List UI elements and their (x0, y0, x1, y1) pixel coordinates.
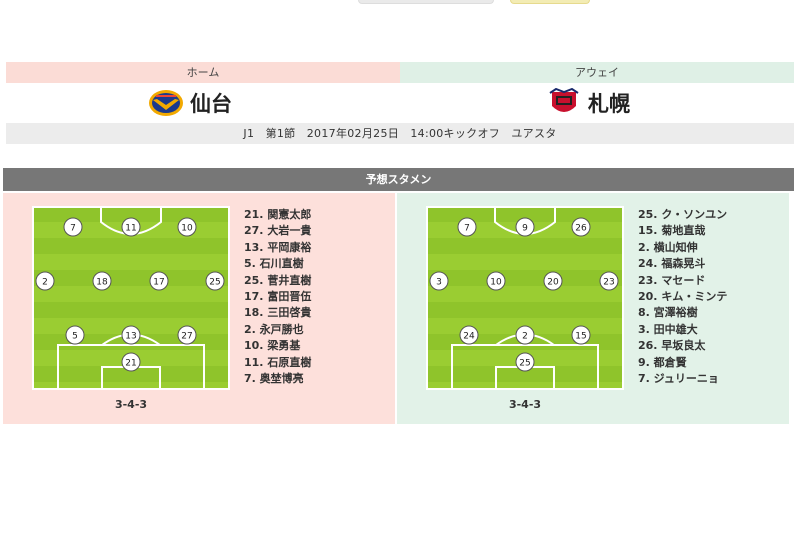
player-marker: 23 (599, 271, 619, 291)
player-marker: 17 (149, 271, 169, 291)
away-header: アウェイ (400, 62, 794, 83)
away-player-list: 25. ク・ソンユン 15. 菊地直哉 2. 横山知伸 24. 福森晃斗 23.… (638, 207, 727, 387)
top-button-stub[interactable] (358, 0, 494, 4)
away-team: 札幌 (546, 86, 630, 120)
player-marker: 7 (457, 217, 477, 237)
player-marker: 2 (35, 271, 55, 291)
player-marker: 7 (63, 217, 83, 237)
list-item: 3. 田中雄大 (638, 322, 698, 336)
player-number: 24 (463, 332, 475, 342)
player-number: 3 (436, 278, 442, 288)
list-item: 13. 平岡康裕 (244, 240, 312, 254)
home-pitch: 7 11 10 2 18 17 25 5 13 27 21 (32, 206, 230, 390)
player-marker: 21 (121, 352, 141, 372)
player-marker: 5 (65, 325, 85, 345)
player-number: 10 (490, 278, 502, 288)
player-number: 18 (96, 278, 108, 288)
match-info: J1 第1節 2017年02月25日 14:00キックオフ ユアスタ (6, 123, 794, 144)
vegalta-emblem-icon (149, 90, 183, 116)
list-item: 5. 石川直樹 (244, 257, 304, 271)
player-marker: 10 (177, 217, 197, 237)
player-marker: 2 (515, 325, 535, 345)
list-item: 21. 関憲太郎 (244, 208, 312, 221)
player-marker: 27 (177, 325, 197, 345)
player-number: 9 (522, 224, 528, 234)
home-lineup-panel: 7 11 10 2 18 17 25 5 13 27 21 21. 関憲太郎 27. 大岩一貴 13… (3, 193, 395, 424)
list-item: 10. 梁勇基 (244, 339, 301, 353)
player-marker: 24 (459, 325, 479, 345)
list-item: 7. ジュリーニョ (638, 371, 719, 385)
player-number: 26 (575, 224, 587, 234)
home-player-list: 21. 関憲太郎 27. 大岩一貴 13. 平岡康裕 5. 石川直樹 25. 菅… (244, 207, 311, 387)
list-item: 7. 奥埜博亮 (244, 371, 304, 385)
player-marker: 3 (429, 271, 449, 291)
away-pitch: 7 9 26 3 10 20 23 24 2 15 25 (426, 206, 624, 390)
player-number: 10 (181, 224, 193, 234)
player-number: 25 (519, 359, 530, 369)
player-marker: 18 (92, 271, 112, 291)
away-formation: 3-4-3 (508, 398, 542, 411)
player-number: 7 (464, 224, 470, 234)
list-item: 25. 菅井直樹 (244, 273, 312, 287)
player-marker: 13 (121, 325, 141, 345)
list-item: 2. 横山知伸 (638, 240, 698, 254)
home-formation: 3-4-3 (114, 398, 148, 411)
list-item: 23. マセード (638, 273, 706, 287)
player-number: 2 (42, 278, 48, 288)
player-marker: 26 (571, 217, 591, 237)
player-marker: 20 (543, 271, 563, 291)
player-number: 25 (209, 278, 220, 288)
player-number: 20 (547, 278, 559, 288)
list-item: 18. 三田啓貴 (244, 306, 312, 320)
list-item: 20. キム・ミンテ (638, 289, 728, 303)
away-formation-markers: 7 9 26 3 10 20 23 24 2 15 25 (429, 217, 619, 372)
home-team: 仙台 (148, 86, 232, 120)
player-number: 13 (125, 332, 136, 342)
player-number: 2 (522, 332, 528, 342)
player-marker: 15 (571, 325, 591, 345)
player-number: 23 (603, 278, 614, 288)
list-item: 25. ク・ソンユン (638, 208, 728, 221)
player-number: 11 (125, 224, 136, 234)
list-item: 26. 早坂良太 (638, 339, 706, 353)
home-team-name: 仙台 (190, 92, 232, 116)
list-item: 11. 石原直樹 (244, 355, 312, 369)
player-number: 21 (125, 359, 136, 369)
top-highlight-stub[interactable] (510, 0, 590, 4)
home-header: ホーム (6, 62, 400, 83)
list-item: 2. 永戸勝也 (244, 322, 304, 336)
list-item: 27. 大岩一貴 (244, 224, 312, 238)
player-marker: 9 (515, 217, 535, 237)
list-item: 8. 宮澤裕樹 (638, 306, 698, 320)
section-title: 予想スタメン (3, 168, 794, 191)
player-number: 15 (575, 332, 586, 342)
away-lineup-panel: 7 9 26 3 10 20 23 24 2 15 25 25. ク・ソンユン 15. 菊地直哉 2… (397, 193, 789, 424)
player-number: 7 (70, 224, 76, 234)
player-number: 17 (153, 278, 164, 288)
player-marker: 25 (205, 271, 225, 291)
away-team-name: 札幌 (588, 92, 630, 116)
list-item: 17. 富田晋伍 (244, 289, 312, 303)
consadole-emblem-icon (549, 88, 579, 112)
player-number: 5 (72, 332, 78, 342)
player-marker: 25 (515, 352, 535, 372)
list-item: 9. 都倉賢 (638, 355, 687, 369)
list-item: 15. 菊地直哉 (638, 224, 706, 238)
player-marker: 11 (121, 217, 141, 237)
home-formation-markers: 7 11 10 2 18 17 25 5 13 27 21 (35, 217, 225, 372)
player-marker: 10 (486, 271, 506, 291)
list-item: 24. 福森晃斗 (638, 257, 706, 271)
player-number: 27 (181, 332, 192, 342)
